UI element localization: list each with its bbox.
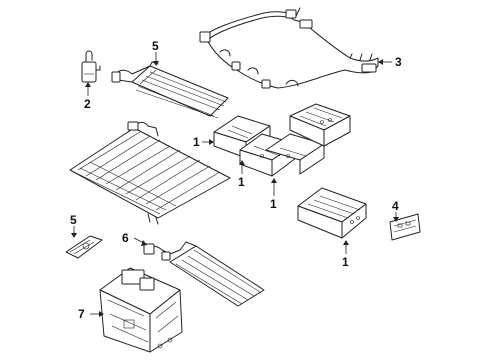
battery-module-single xyxy=(297,187,367,239)
callout-1-c: 1 xyxy=(270,197,277,211)
battery-module-group xyxy=(213,103,351,177)
cooling-plate-lower xyxy=(143,241,265,307)
callout-5-bottom: 5 xyxy=(70,213,77,227)
callout-2: 2 xyxy=(84,97,91,111)
sensor-part xyxy=(81,50,101,83)
callout-5-top: 5 xyxy=(152,39,159,53)
callout-1-d: 1 xyxy=(342,255,349,269)
callout-4: 4 xyxy=(392,199,399,213)
callout-6: 6 xyxy=(122,231,129,245)
callout-labels: 5 2 3 1 1 1 1 4 5 6 7 xyxy=(70,39,402,321)
cooling-plate-small xyxy=(111,61,229,119)
bracket-part xyxy=(65,235,103,259)
callout-7: 7 xyxy=(78,307,85,321)
cooling-plate-large xyxy=(69,121,231,225)
wiring-harness xyxy=(199,7,379,89)
callout-1-a: 1 xyxy=(193,135,200,149)
callout-3: 3 xyxy=(395,55,402,69)
leader-lines xyxy=(71,52,399,317)
callout-1-b: 1 xyxy=(238,175,245,189)
junction-box xyxy=(99,267,183,353)
control-board xyxy=(389,213,421,241)
